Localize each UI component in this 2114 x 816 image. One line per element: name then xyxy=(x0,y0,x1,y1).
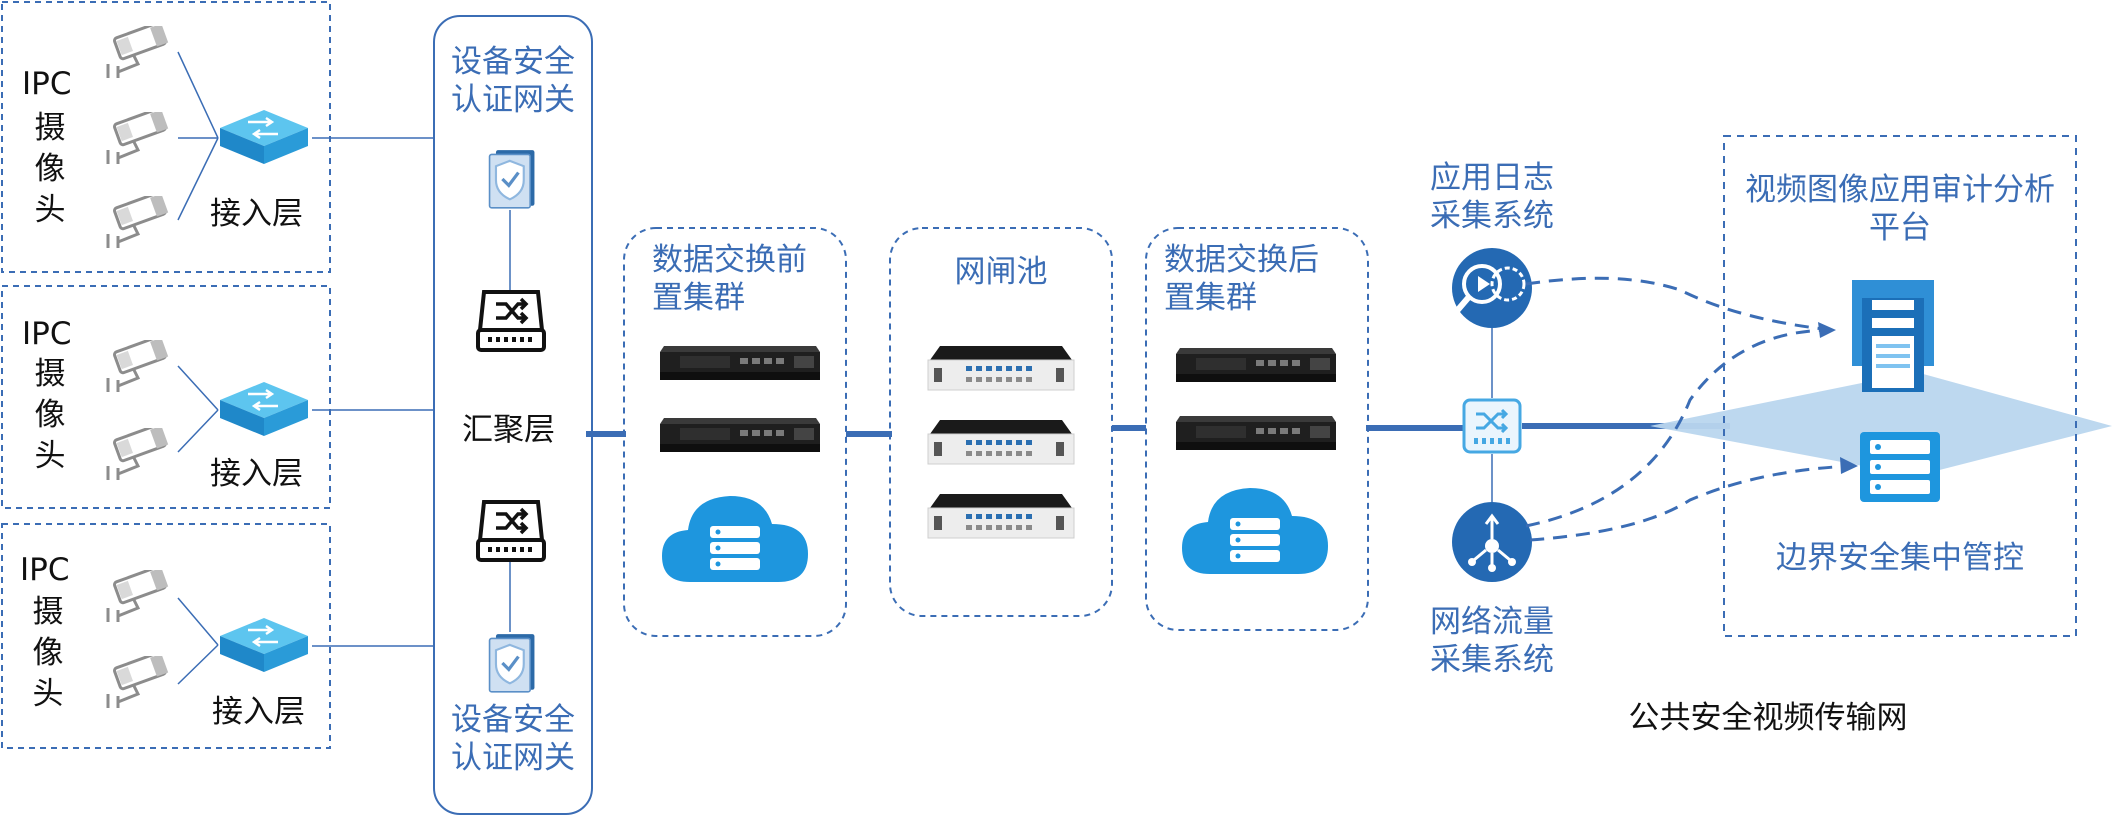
access-layer-label-2: 接入层 xyxy=(210,456,303,492)
camera-char: 像 xyxy=(34,150,66,187)
camera-char: 摄 xyxy=(34,110,66,146)
ipc-group-boxes xyxy=(1,1,331,749)
camera-char: 头 xyxy=(34,437,66,474)
label-line: 采集系统 xyxy=(1430,641,1554,678)
gatekeeper-icon xyxy=(927,419,1075,465)
label-line: 设备安全 xyxy=(451,44,575,80)
audit-server-icon xyxy=(1852,280,1934,392)
platform-box xyxy=(1723,135,2077,637)
core-router-icon xyxy=(476,500,546,562)
camera-icon xyxy=(106,26,170,78)
label-line: 数据交换前 xyxy=(652,242,807,278)
security-gateway-label-bottom: 设备安全 认证网关 xyxy=(440,702,586,778)
access-switch-icon xyxy=(218,380,310,438)
flow-arrowheads xyxy=(1818,322,1858,474)
access-switch-icon xyxy=(218,616,310,674)
access-layer-label-3: 接入层 xyxy=(212,694,305,730)
traffic-system-label: 网络流量 采集系统 xyxy=(1408,604,1576,680)
log-collector-icon xyxy=(1452,248,1532,328)
log-system-label: 应用日志 采集系统 xyxy=(1408,160,1576,236)
label-line: 数据交换后 xyxy=(1164,242,1319,278)
server-rack-icon xyxy=(660,346,820,380)
camera-icon xyxy=(106,570,170,622)
label-line: 视频图像应用审计分析 xyxy=(1745,172,2055,208)
camera-char: 摄 xyxy=(32,594,64,630)
aggregation-box xyxy=(433,15,593,815)
camera-links xyxy=(177,51,434,685)
ipc-label-1: IPC xyxy=(22,66,72,102)
camera-char: 摄 xyxy=(34,356,66,392)
back-cluster-box xyxy=(1145,227,1369,631)
camera-label-1: 摄 像 头 xyxy=(28,108,72,231)
camera-icons xyxy=(106,26,170,708)
camera-char: 像 xyxy=(32,634,64,671)
distribution-cone xyxy=(1650,372,2112,476)
camera-icon xyxy=(106,656,170,708)
server-rack-icon xyxy=(1176,416,1336,450)
aggregation-layer-label: 汇聚层 xyxy=(462,412,555,448)
label-line: 置集群 xyxy=(652,279,745,316)
camera-char: 头 xyxy=(32,675,64,712)
ipc-label-3: IPC xyxy=(20,552,70,588)
traffic-collector-icon xyxy=(1452,502,1532,582)
label-line: 设备安全 xyxy=(451,702,575,738)
cloud-storage-icon xyxy=(662,496,808,582)
ipc-label-2: IPC xyxy=(22,316,72,352)
label-line: 认证网关 xyxy=(451,739,575,776)
shield-icon xyxy=(487,632,537,694)
label-line: 网络流量 xyxy=(1430,604,1554,640)
label-line: 平台 xyxy=(1869,209,1931,246)
camera-char: 像 xyxy=(34,396,66,433)
label-line: 应用日志 xyxy=(1430,160,1554,196)
back-cluster-label: 数据交换后 置集群 xyxy=(1164,242,1319,318)
ipc-group-box-3 xyxy=(1,523,331,749)
front-cluster-label: 数据交换前 置集群 xyxy=(652,242,807,318)
cloud-storage-icon xyxy=(1182,488,1328,574)
audit-platform-label: 视频图像应用审计分析 平台 xyxy=(1730,172,2070,248)
camera-icon xyxy=(106,196,170,248)
border-control-server-icon xyxy=(1860,432,1940,502)
server-rack-icon xyxy=(1176,348,1336,382)
camera-icon xyxy=(106,340,170,392)
access-layer-label-1: 接入层 xyxy=(210,196,303,232)
gateway-pool-label: 网闸池 xyxy=(954,254,1048,290)
camera-icon xyxy=(106,112,170,164)
camera-char: 头 xyxy=(34,191,66,228)
label-line: 采集系统 xyxy=(1430,197,1554,234)
ipc-group-box-1 xyxy=(1,1,331,273)
label-line: 置集群 xyxy=(1164,279,1257,316)
front-cluster-box xyxy=(623,227,847,637)
gatekeeper-icon xyxy=(927,345,1075,391)
border-control-label: 边界安全集中管控 xyxy=(1776,540,2024,576)
access-switch-icon xyxy=(218,108,310,166)
gatekeeper-icon xyxy=(927,493,1075,539)
core-router-icon xyxy=(476,290,546,352)
camera-label-3: 摄 像 头 xyxy=(26,592,70,715)
security-gateway-label-top: 设备安全 认证网关 xyxy=(446,44,580,120)
shield-icon xyxy=(487,148,537,210)
camera-label-2: 摄 像 头 xyxy=(28,354,72,477)
server-rack-icon xyxy=(660,418,820,452)
collection-flows xyxy=(1525,276,1853,542)
label-line: 认证网关 xyxy=(451,81,575,118)
network-label: 公共安全视频传输网 xyxy=(1628,700,1908,736)
gateway-pool-box xyxy=(889,227,1113,617)
traffic-switch-icon xyxy=(1462,398,1522,454)
camera-icon xyxy=(106,428,170,480)
